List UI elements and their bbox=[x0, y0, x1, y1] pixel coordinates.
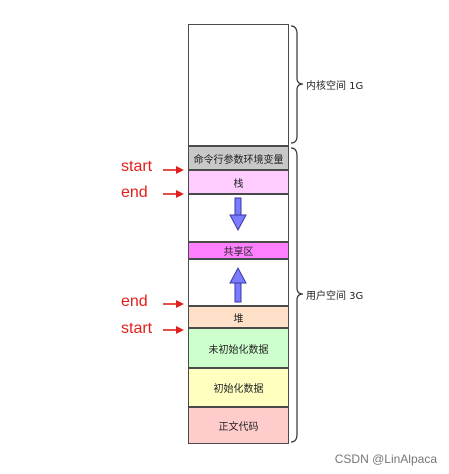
user-space-brace bbox=[290, 147, 304, 443]
text-label: 正文代码 bbox=[218, 422, 259, 433]
stack-end-marker: end bbox=[121, 184, 148, 201]
stack-grows-down-arrow bbox=[229, 197, 247, 232]
data-segment: 初始化数据 bbox=[188, 368, 289, 407]
shared-region-label: 共享区 bbox=[223, 247, 254, 258]
stack-start-arrow bbox=[163, 166, 184, 174]
shared-region-segment: 共享区 bbox=[188, 242, 289, 259]
heap-start-marker: start bbox=[121, 320, 153, 337]
heap-grows-up-arrow bbox=[229, 266, 247, 303]
env-args-label: 命令行参数环境变量 bbox=[193, 154, 284, 166]
watermark: CSDN @LinAlpaca bbox=[334, 452, 437, 466]
heap-end-marker: end bbox=[121, 293, 148, 310]
heap-label: 堆 bbox=[233, 313, 244, 325]
kernel-space-brace bbox=[290, 25, 304, 144]
bss-label: 未初始化数据 bbox=[208, 344, 269, 356]
kernel-space-segment bbox=[188, 24, 289, 146]
user-space-size-label: 用户空间 3G bbox=[306, 291, 364, 302]
bss-segment: 未初始化数据 bbox=[188, 328, 289, 368]
heap-segment: 堆 bbox=[188, 306, 289, 328]
stack-start-marker: start bbox=[121, 158, 153, 175]
text-segment: 正文代码 bbox=[188, 407, 289, 444]
stack-segment: 栈 bbox=[188, 170, 289, 194]
stack-end-arrow bbox=[163, 190, 184, 198]
env-args-segment: 命令行参数环境变量 bbox=[188, 146, 289, 170]
heap-start-arrow bbox=[163, 326, 184, 334]
data-label: 初始化数据 bbox=[213, 384, 264, 395]
kernel-space-size-label: 内核空间 1G bbox=[306, 81, 364, 92]
stack-label: 栈 bbox=[233, 178, 244, 190]
heap-end-arrow bbox=[163, 300, 184, 308]
